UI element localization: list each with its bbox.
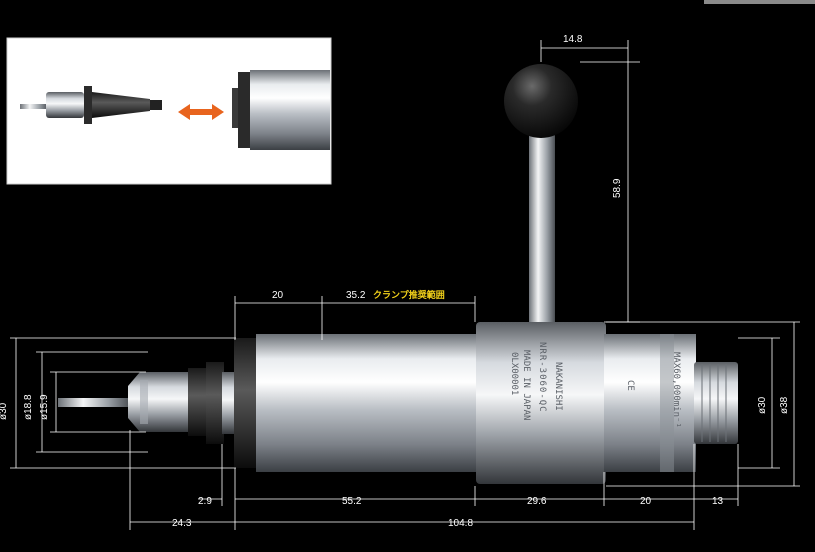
clamp-note: クランプ推奨範囲	[373, 289, 445, 301]
dim-58-9: 58.9	[612, 178, 623, 198]
dim-24-3: 24.3	[172, 518, 192, 529]
dim-20-top: 20	[272, 290, 284, 301]
dim-29-6: 29.6	[527, 496, 547, 507]
dim-14-8: 14.8	[563, 34, 583, 45]
dim-dia-30-right: ø30	[757, 396, 768, 414]
inset-tool-holder	[20, 86, 162, 124]
housing-engraving: NRR-3060-QC MADE IN JAPAN 0LX00001 NAKAN…	[509, 342, 681, 428]
engraved-model: NRR-3060-QC	[537, 342, 547, 413]
dim-2-9: 2.9	[198, 496, 212, 507]
dim-dia-30-left: ø30	[0, 402, 9, 420]
inset-panel	[6, 37, 332, 185]
ce-mark-icon: CE	[625, 380, 635, 391]
dim-13: 13	[712, 496, 724, 507]
dim-dia-18-8: ø18.8	[23, 394, 34, 420]
nakanishi-logo-icon: NAKANISHI	[553, 362, 563, 411]
dimension-labels: 14.8 58.9 20 35.2 クランプ推奨範囲 ø30 ø18.8 ø15…	[0, 34, 790, 529]
inset-spindle-end	[232, 70, 330, 150]
spindle-body	[58, 322, 738, 484]
engraved-serial: 0LX00001	[509, 352, 519, 395]
double-headed-arrow-icon	[178, 104, 224, 120]
dim-dia-38: ø38	[779, 396, 790, 414]
dim-55-2: 55.2	[342, 496, 362, 507]
dimension-lines	[10, 40, 800, 530]
dim-20-bottom: 20	[640, 496, 652, 507]
dim-35-2: 35.2	[346, 290, 366, 301]
dim-104-8: 104.8	[448, 518, 473, 529]
dim-dia-15-9: ø15.9	[39, 394, 50, 420]
engraved-max-speed: MAX60,000min⁻¹	[671, 352, 681, 428]
engraved-made-in: MADE IN JAPAN	[521, 350, 531, 420]
clamp-lever	[504, 64, 578, 325]
